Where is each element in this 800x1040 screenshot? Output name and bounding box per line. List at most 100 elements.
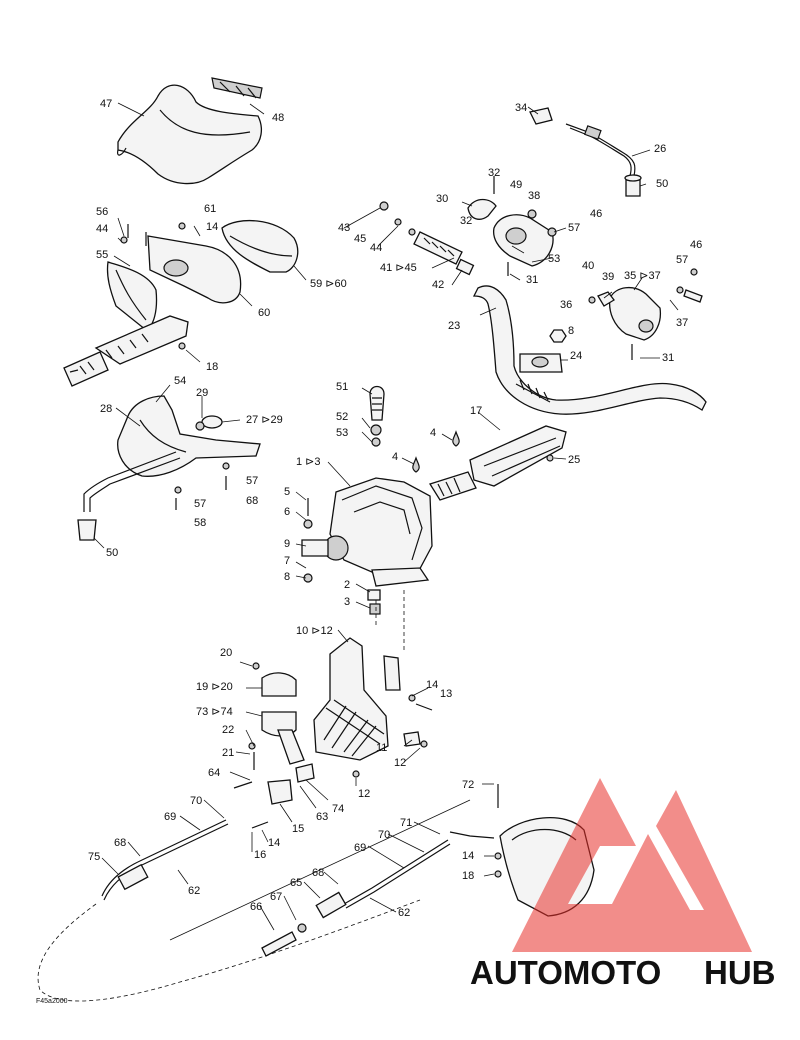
callout-61: 61: [204, 203, 216, 215]
switch-housing-part: [588, 268, 703, 360]
callout-44: 44: [370, 242, 382, 254]
callout-21: 21: [222, 747, 234, 759]
callout-16: 16: [254, 849, 266, 861]
callout-71: 71: [400, 817, 412, 829]
steering-lower-bracket-part: [313, 637, 433, 778]
callout-19: 19 ⊳20: [196, 681, 233, 693]
callout-43: 43: [338, 222, 350, 234]
callout-32b: 32: [460, 215, 472, 227]
callout-38: 38: [528, 190, 540, 202]
callout-11: 11: [376, 742, 387, 754]
callout-9: 9: [284, 538, 290, 550]
callout-12b: 12: [358, 788, 370, 800]
callout-51: 51: [336, 381, 348, 393]
callout-46b: 46: [690, 239, 702, 251]
callout-56: 56: [96, 206, 108, 218]
callout-68c: 68: [312, 867, 324, 879]
watermark-triangle-mark: [512, 778, 752, 952]
callout-10: 10 ⊳12: [296, 625, 333, 637]
callout-13: 13: [440, 688, 452, 700]
decal-part: [211, 77, 263, 99]
callout-22: 22: [222, 724, 234, 736]
watermark-logo: [512, 778, 752, 952]
callout-70b: 70: [378, 829, 390, 841]
callout-67: 67: [270, 891, 282, 903]
callout-41: 41 ⊳45: [380, 262, 417, 274]
callout-50b: 50: [106, 547, 118, 559]
callout-25: 25: [568, 454, 580, 466]
handlebar-cover-part: [117, 84, 263, 185]
callout-4b: 4: [392, 451, 398, 463]
callout-69b: 69: [354, 842, 366, 854]
lever-bracket-part: [77, 395, 261, 541]
callout-23: 23: [448, 320, 460, 332]
callout-28: 28: [100, 403, 112, 415]
handlebar-clamp-part: [519, 329, 567, 373]
callout-75: 75: [88, 851, 100, 863]
callout-64: 64: [208, 767, 220, 779]
callout-18b: 18: [462, 870, 474, 882]
callout-58: 58: [194, 517, 206, 529]
callout-62: 62: [188, 885, 200, 897]
callout-3: 3: [344, 596, 350, 608]
callout-31b: 31: [662, 352, 674, 364]
callout-24: 24: [570, 350, 582, 362]
callout-68: 68: [246, 495, 258, 507]
callout-74: 74: [332, 803, 344, 815]
cable-clamp-part: [233, 662, 315, 829]
callout-47: 47: [100, 98, 112, 110]
handlebar-tube-part: [472, 285, 707, 415]
callout-14d: 14: [462, 850, 474, 862]
callout-40: 40: [582, 260, 594, 272]
callout-49: 49: [510, 179, 522, 191]
callout-32: 32: [488, 167, 500, 179]
drawing-code: F45a2000: [36, 998, 68, 1005]
callout-44b: 44: [96, 223, 108, 235]
right-grip-group-part: [379, 176, 557, 276]
watermark-text-hub: HUB: [704, 954, 776, 991]
callout-36: 36: [560, 299, 572, 311]
callout-31: 31: [526, 274, 538, 286]
callout-60: 60: [258, 307, 270, 319]
callout-50: 50: [656, 178, 668, 190]
callout-57b: 57: [676, 254, 688, 266]
callout-62b: 62: [398, 907, 410, 919]
callout-37: 37: [676, 317, 688, 329]
callout-59: 59 ⊳60: [310, 278, 347, 290]
callout-70: 70: [190, 795, 202, 807]
callout-15: 15: [292, 823, 304, 835]
steering-support-part: [301, 385, 567, 650]
callout-2: 2: [344, 579, 350, 591]
callout-20: 20: [220, 647, 232, 659]
callout-4a: 4: [430, 427, 436, 439]
leader-lines: [93, 102, 679, 931]
callout-6: 6: [284, 506, 290, 518]
callout-5: 5: [284, 486, 290, 498]
callout-54: 54: [174, 375, 186, 387]
callout-30: 30: [436, 193, 448, 205]
callout-14c: 14: [268, 837, 280, 849]
callout-27: 27 ⊳29: [246, 414, 283, 426]
callout-14: 14: [206, 221, 218, 233]
callout-55: 55: [96, 249, 108, 261]
callout-57d: 57: [194, 498, 206, 510]
callout-52: 52: [336, 411, 348, 423]
callout-35: 35 ⊳37: [624, 270, 661, 282]
callout-73: 73 ⊳74: [196, 706, 233, 718]
callout-66: 66: [250, 901, 262, 913]
callout-53: 53: [336, 427, 348, 439]
callout-8: 8: [568, 325, 574, 337]
callout-63: 63: [316, 811, 328, 823]
throttle-cable-part: [529, 107, 642, 197]
callout-29: 29: [196, 387, 208, 399]
callout-65: 65: [290, 877, 302, 889]
callout-46: 46: [590, 208, 602, 220]
steering-cables-part: [37, 799, 495, 1002]
callout-8b: 8: [284, 571, 290, 583]
callout-34: 34: [515, 102, 527, 114]
callout-26: 26: [654, 143, 666, 155]
callout-labels: 47 48 34 26 50 32 49 30 38 46 43 32 45 4…: [36, 98, 702, 1005]
callout-57c: 57: [246, 475, 258, 487]
